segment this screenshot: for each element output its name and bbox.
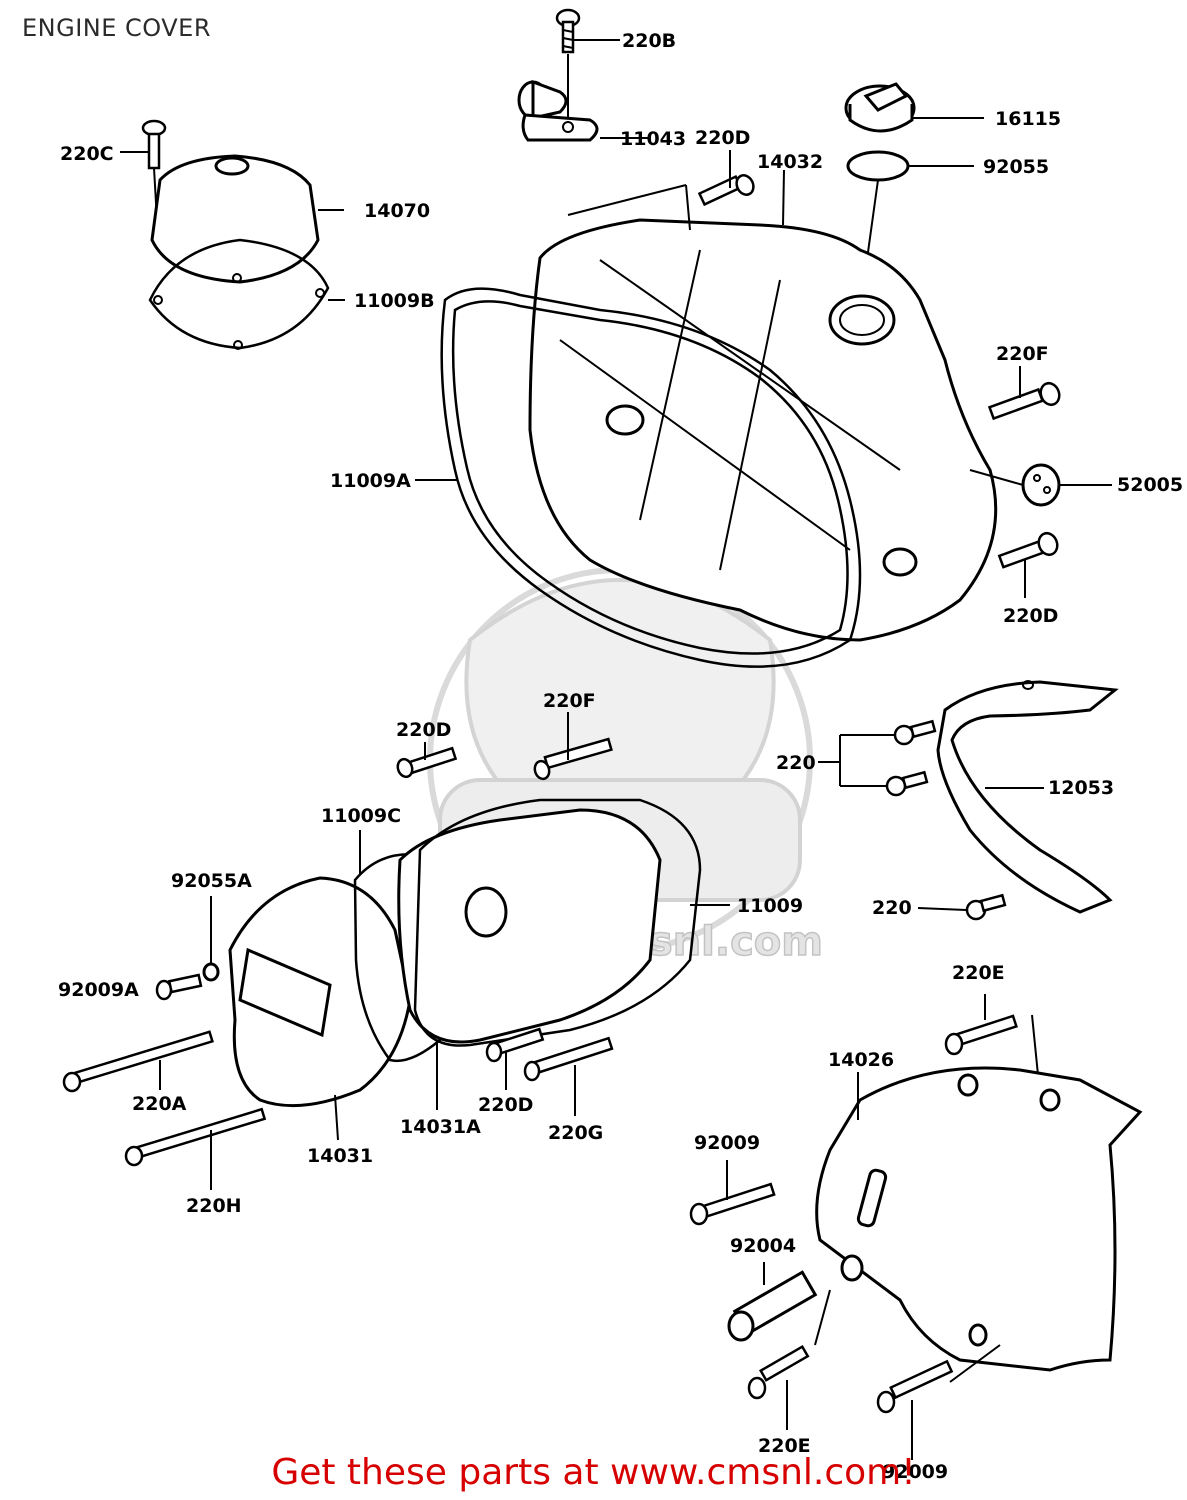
label-220-bottom: 220 [872, 897, 912, 919]
label-92009A: 92009A [58, 979, 139, 1001]
label-16115: 16115 [995, 108, 1061, 130]
label-220E-bottom: 220E [758, 1435, 811, 1457]
bolt-92009-top[interactable] [689, 1160, 776, 1226]
label-220D-mid: 220D [396, 719, 451, 741]
generator-cover-14031[interactable] [228, 876, 412, 1141]
bolt-220-bottom[interactable] [917, 893, 1007, 921]
bolt-92009-bottom[interactable] [876, 1344, 1001, 1460]
label-12053: 12053 [1048, 777, 1114, 799]
label-11043: 11043 [620, 128, 686, 150]
label-220-top: 220 [776, 752, 816, 774]
bolt-220D-right[interactable] [997, 531, 1060, 598]
sprocket-cover-14026[interactable] [815, 1066, 1143, 1372]
plug-52005[interactable] [969, 463, 1112, 507]
label-220A: 220A [132, 1093, 187, 1115]
label-220D-top: 220D [695, 127, 750, 149]
crankcase-cover-14031A[interactable] [397, 808, 662, 1110]
bolt-220E-bottom[interactable] [747, 1289, 831, 1430]
label-11009: 11009 [737, 895, 803, 917]
page-title: ENGINE COVER [22, 14, 212, 42]
washer-92055A[interactable] [202, 896, 220, 982]
bolt-220-top-b[interactable] [885, 770, 929, 797]
bolt-92009A[interactable] [155, 973, 203, 1001]
bolt-220B[interactable] [555, 8, 620, 120]
bolt-220D-mid[interactable] [396, 742, 458, 779]
filler-cap-16115[interactable] [844, 82, 984, 133]
label-14031: 14031 [307, 1145, 373, 1167]
label-11009A: 11009A [330, 470, 411, 492]
label-220F-right: 220F [996, 343, 1049, 365]
bolt-220F-mid[interactable] [533, 712, 613, 781]
label-220D-low: 220D [478, 1094, 533, 1116]
label-14026: 14026 [828, 1049, 894, 1071]
label-14070: 14070 [364, 200, 430, 222]
label-220G: 220G [548, 1122, 603, 1144]
gasket-11009B[interactable] [148, 238, 345, 350]
chain-guide-12053[interactable] [936, 680, 1119, 914]
bolt-220G[interactable] [523, 1036, 614, 1116]
label-11009C: 11009C [321, 805, 401, 827]
label-92009-top: 92009 [694, 1132, 760, 1154]
label-52005: 52005 [1117, 474, 1183, 496]
label-11009B: 11009B [354, 290, 435, 312]
label-92009-bottom: 92009 [882, 1461, 948, 1483]
fitting-92004[interactable] [727, 1254, 864, 1342]
bolt-220-top-a[interactable] [893, 719, 937, 746]
bolt-220-bracket [818, 734, 894, 787]
label-220C: 220C [60, 143, 114, 165]
label-220H: 220H [186, 1195, 242, 1217]
gasket-11009[interactable] [413, 798, 730, 1047]
label-220D-right: 220D [1003, 605, 1058, 627]
label-220F-mid: 220F [543, 690, 596, 712]
bolt-220F-right[interactable] [987, 366, 1063, 421]
label-92004: 92004 [730, 1235, 796, 1257]
bolt-220D-top[interactable] [697, 150, 756, 207]
label-14031A: 14031A [400, 1116, 481, 1138]
footer-link-text[interactable]: Get these parts at www.cmsnl.com! [271, 1452, 916, 1493]
label-92055: 92055 [983, 156, 1049, 178]
label-220B: 220B [622, 30, 676, 52]
label-220E-top: 220E [952, 962, 1005, 984]
clutch-cover-14032[interactable] [528, 169, 998, 642]
clamp-11043[interactable] [517, 79, 648, 142]
bolt-220H[interactable] [124, 1107, 267, 1190]
bolt-220D-low[interactable] [485, 1027, 545, 1090]
gasket-11009A[interactable] [415, 287, 862, 668]
generator-cover-14070[interactable] [150, 154, 344, 284]
label-14032: 14032 [757, 151, 823, 173]
label-92055A: 92055A [171, 870, 252, 892]
bolt-220A[interactable] [62, 1030, 214, 1093]
